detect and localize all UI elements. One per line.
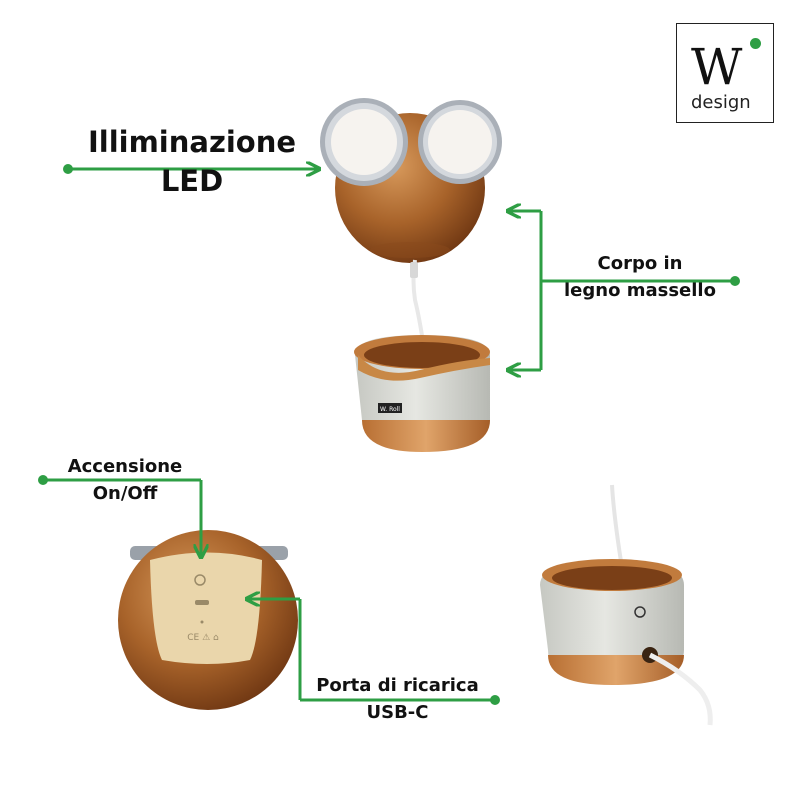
- body-label-line2: legno massello: [564, 279, 716, 301]
- lamp-head-back: CE ⚠ ⌂: [118, 530, 298, 710]
- callout-port: [248, 599, 500, 705]
- port-label: Porta di ricarica USB-C: [300, 675, 495, 723]
- logo-dot: [750, 38, 761, 49]
- power-label: Accensione On/Off: [50, 456, 200, 504]
- led-label-line1: Illiminazione: [87, 125, 297, 159]
- lamp-head: [320, 98, 502, 356]
- lamp-base-back: [540, 484, 713, 726]
- port-label-line2: USB-C: [366, 701, 429, 723]
- base-tag-text: W. Roll: [380, 406, 400, 413]
- callout-led: [63, 164, 318, 174]
- power-button-icon: [194, 574, 206, 586]
- logo-text: design: [691, 92, 751, 113]
- usb-cable: [648, 652, 713, 726]
- callout-power: [38, 475, 201, 556]
- led-light-right: [418, 100, 502, 184]
- power-label-line2: On/Off: [92, 482, 158, 504]
- lamp-base: W. Roll: [354, 335, 490, 452]
- power-label-line1: Accensione: [67, 456, 183, 477]
- brand-logo: W design: [676, 23, 774, 123]
- body-label-line1: Corpo in: [597, 253, 683, 274]
- callout-body: [509, 211, 740, 370]
- control-panel: [150, 552, 262, 664]
- led-label-line2: LED: [160, 164, 224, 199]
- svg-text:CE ⚠ ⌂: CE ⚠ ⌂: [187, 633, 219, 643]
- logo-letter: W: [691, 38, 742, 96]
- led-label: Illiminazione LED: [62, 125, 322, 199]
- base-tag: [378, 403, 402, 413]
- led-light-left: [320, 98, 408, 186]
- port-label-line1: Porta di ricarica: [316, 675, 479, 696]
- usb-c-port: [195, 600, 209, 605]
- body-label: Corpo in legno massello: [540, 253, 740, 301]
